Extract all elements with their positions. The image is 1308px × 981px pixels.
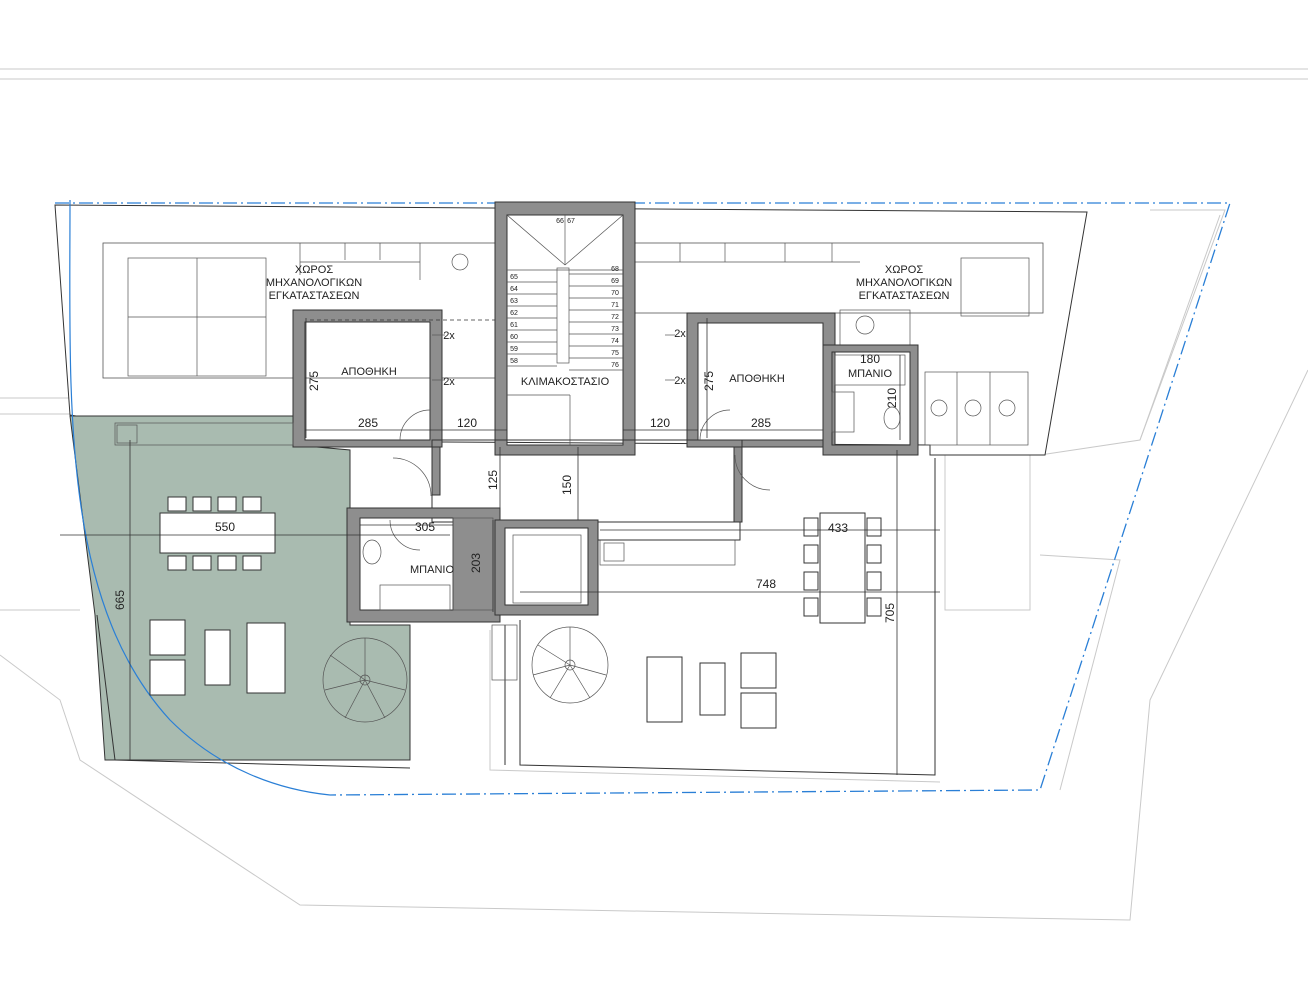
stairwell	[494, 201, 636, 456]
chair	[866, 571, 882, 591]
dim-landing-125: 125	[486, 470, 500, 490]
site-context-lines	[0, 68, 1308, 921]
dim-terrace-left-depth: 665	[113, 590, 127, 610]
step-number: 61	[510, 322, 518, 329]
mech-right-label-3: ΕΓΚΑΤΑΣΤΑΣΕΩΝ	[859, 290, 950, 302]
step-number: 65	[510, 274, 518, 281]
vent-markers	[432, 334, 675, 381]
step-number: 58	[510, 358, 518, 365]
bath-right-label: ΜΠΑΝΙΟ	[848, 368, 892, 380]
dim-bath-left-width: 305	[415, 520, 435, 534]
chair	[167, 496, 187, 512]
step-number: 64	[510, 286, 518, 293]
solar-panels-left	[127, 257, 267, 377]
planter	[491, 624, 518, 681]
stairwell-label: ΚΛΙΜΑΚΟΣΤΑΣΙΟ	[521, 376, 610, 388]
step-number: 73	[611, 326, 619, 333]
chair	[803, 571, 819, 591]
chair	[866, 597, 882, 617]
chair	[217, 496, 237, 512]
chair	[192, 496, 212, 512]
chair	[192, 555, 212, 571]
mech-left-label-1: ΧΩΡΟΣ	[295, 264, 333, 276]
chair	[803, 597, 819, 617]
spiral-stairs-right	[531, 626, 609, 704]
step-number: 68	[611, 266, 619, 273]
storage-right-label: ΑΠΟΘΗΚΗ	[729, 373, 785, 385]
step-number: 60	[510, 334, 518, 341]
dim-storage-left-depth: 275	[307, 371, 321, 391]
vent-arrows-left	[299, 243, 469, 280]
bath-left-label: ΜΠΑΝΙΟ	[410, 564, 454, 576]
chair	[242, 555, 262, 571]
property-boundary	[55, 202, 1231, 796]
dim-bath-right-width: 180	[860, 352, 880, 366]
dim-storage-left-width: 285	[358, 416, 378, 430]
step-number: 71	[611, 302, 619, 309]
chair	[866, 517, 882, 537]
chair	[803, 544, 819, 564]
step-number: 59	[510, 346, 518, 353]
dining-left	[159, 496, 276, 571]
dim-bath-right-depth: 210	[885, 388, 899, 408]
step-number: 62	[510, 310, 518, 317]
step-number-top-left: 66	[556, 218, 564, 225]
mech-right-label-2: ΜΗΧΑΝΟΛΟΓΙΚΩΝ	[856, 277, 952, 289]
chair	[242, 496, 262, 512]
lounge-right	[646, 652, 777, 729]
storage-left-label: ΑΠΟΘΗΚΗ	[341, 366, 397, 378]
elevator	[494, 519, 599, 616]
kitchen-right	[599, 539, 736, 566]
vent-count-lower-right: 2x	[674, 375, 686, 387]
lounge-left	[149, 619, 286, 696]
vent-count-lower-left: 2x	[443, 376, 455, 388]
dim-terrace-right-width: 748	[756, 577, 776, 591]
dining-right	[803, 512, 882, 624]
step-number: 76	[611, 362, 619, 369]
dim-storage-right-depth: 275	[702, 371, 716, 391]
dim-table-left: 550	[215, 520, 235, 534]
spiral-stairs-left	[322, 637, 408, 723]
dim-storage-right-width: 285	[751, 416, 771, 430]
chair	[866, 544, 882, 564]
step-number: 74	[611, 338, 619, 345]
mech-left-label-2: ΜΗΧΑΝΟΛΟΓΙΚΩΝ	[266, 277, 362, 289]
boundary-arc	[69, 199, 331, 796]
dim-corridor-left: 120	[457, 416, 477, 430]
chair	[167, 555, 187, 571]
step-number: 72	[611, 314, 619, 321]
dim-bath-left-depth: 203	[469, 553, 483, 573]
solar-panels-right	[924, 257, 1030, 446]
terrace-right	[504, 458, 936, 776]
dim-table-right: 433	[828, 521, 848, 535]
mech-right-label-1: ΧΩΡΟΣ	[885, 264, 923, 276]
step-number: 75	[611, 350, 619, 357]
storage-left	[292, 309, 500, 448]
dim-corridor-right: 120	[650, 416, 670, 430]
dimension-lines	[60, 318, 940, 775]
step-number-top-right: 67	[567, 218, 575, 225]
chair	[803, 517, 819, 537]
step-number: 70	[611, 290, 619, 297]
vent-count-upper-left: 2x	[443, 330, 455, 342]
dim-landing-150: 150	[560, 475, 574, 495]
mech-left-label-3: ΕΓΚΑΤΑΣΤΑΣΕΩΝ	[269, 290, 360, 302]
step-number: 63	[510, 298, 518, 305]
chair	[217, 555, 237, 571]
vent-count-upper-right: 2x	[674, 328, 686, 340]
bath-left	[346, 507, 501, 623]
kitchen-left	[114, 422, 294, 446]
door-swings	[389, 409, 771, 551]
bath-right	[822, 344, 919, 456]
step-number: 69	[611, 278, 619, 285]
dim-terrace-right-depth: 705	[883, 603, 897, 623]
